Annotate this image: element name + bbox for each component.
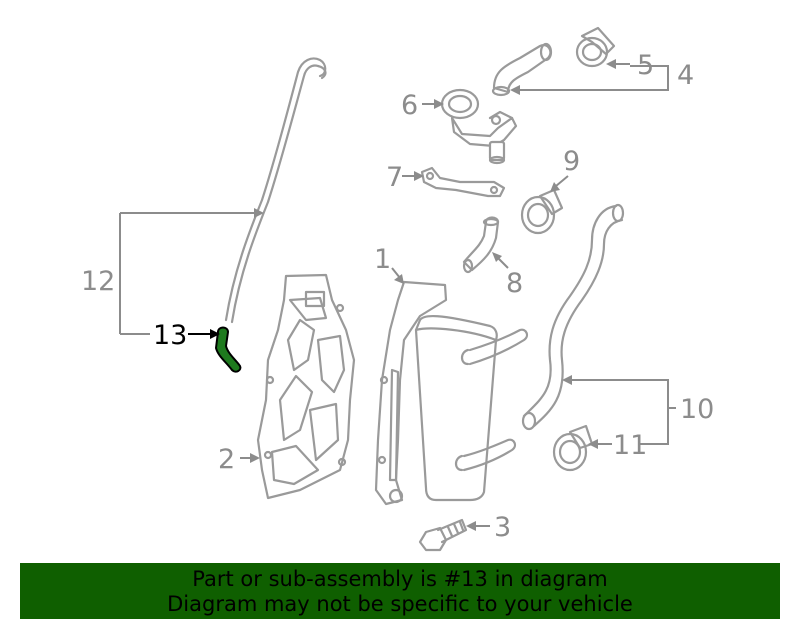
callout-7: 7 (386, 162, 403, 193)
leader-lines (119, 59, 676, 531)
part-12-vent-hose[interactable] (224, 57, 327, 324)
callout-1: 1 (374, 244, 391, 275)
banner-line-disclaimer: Diagram may not be specific to your vehi… (167, 592, 633, 616)
info-banner: Part or sub-assembly is #13 in diagram D… (20, 563, 780, 619)
part-6-thermostat-housing[interactable] (440, 88, 518, 165)
callout-5: 5 (637, 50, 654, 81)
callout-labels: 1 2 3 4 5 6 7 8 9 10 11 12 13 (81, 50, 714, 543)
part-3-bolt[interactable] (418, 518, 468, 552)
callout-9: 9 (563, 146, 580, 177)
callout-11: 11 (613, 430, 647, 461)
callout-10: 10 (680, 394, 714, 425)
callout-2: 2 (218, 444, 235, 475)
callout-3: 3 (494, 512, 511, 543)
banner-line-part-number: Part or sub-assembly is #13 in diagram (192, 567, 608, 591)
callout-4: 4 (677, 60, 694, 91)
callout-6: 6 (401, 90, 418, 121)
callout-13-highlighted: 13 (153, 320, 187, 351)
part-8-elbow-hose[interactable] (462, 216, 500, 274)
part-7-bracket[interactable] (420, 166, 506, 198)
part-4-hose[interactable] (491, 42, 553, 97)
parts-diagram: 1 2 3 4 5 6 7 8 9 10 11 12 13 (81, 26, 714, 552)
part-5-clamp[interactable] (575, 26, 616, 68)
part-13-hose-highlighted[interactable] (215, 326, 242, 373)
part-9-clamp[interactable] (520, 188, 564, 235)
part-2-heat-shield[interactable] (256, 273, 356, 500)
callout-12: 12 (81, 266, 115, 297)
part-10-coolant-hose[interactable] (521, 203, 625, 431)
part-11-clamp[interactable] (552, 424, 594, 472)
callout-8: 8 (506, 268, 523, 299)
part-1-oil-cooler[interactable] (374, 280, 529, 506)
